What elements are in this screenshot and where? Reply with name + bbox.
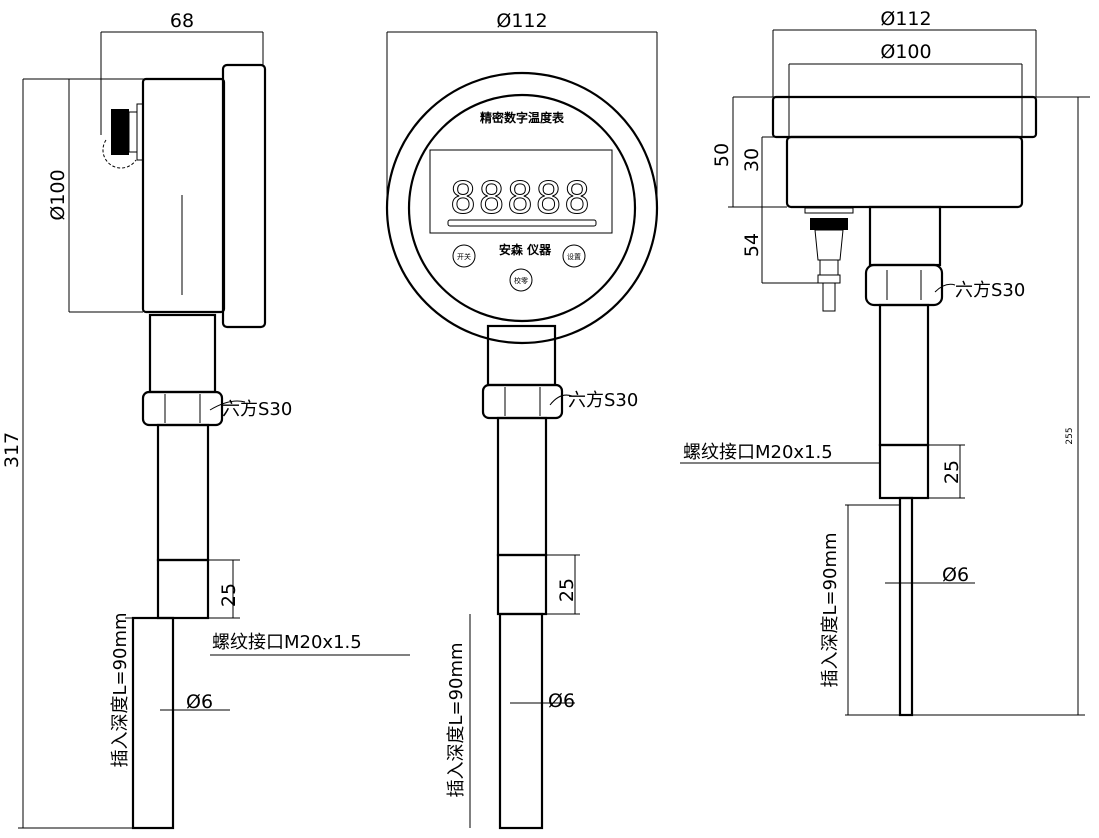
left-insertion-label: 插入深度L=90mm <box>110 612 131 767</box>
neck <box>486 324 557 387</box>
front-view: Ø112 精密数字温度表 88888 安森 仪器 开关 设置 校零 六方S30 … <box>385 10 659 830</box>
probe <box>898 496 914 717</box>
right-body-height-dim: 30 <box>741 148 763 172</box>
stem <box>878 303 930 447</box>
brand-label: 安森 仪器 <box>499 242 552 257</box>
left-hex-label: 六方S30 <box>222 399 292 420</box>
front-hex-label: 六方S30 <box>568 390 638 411</box>
svg-text:设置: 设置 <box>567 252 581 261</box>
front-insertion-label: 插入深度L=90mm <box>446 642 467 797</box>
thread-section <box>496 553 548 616</box>
cable-connector <box>102 103 144 169</box>
dial-face <box>407 93 637 323</box>
front-probe-diameter: Ø6 <box>548 690 575 712</box>
display-digits: 88888 <box>450 173 592 224</box>
right-outer-diameter-dim: Ø112 <box>880 8 931 30</box>
left-side-view: 68 Ø100 六方S30 25 螺纹接口M20x1.5 Ø6 插入深度L=90… <box>1 10 410 830</box>
right-top-view: Ø112 Ø100 50 30 54 六方S30 螺纹接口 <box>680 8 1090 717</box>
right-total-length-dim: 255 <box>1065 427 1075 444</box>
dial-title: 精密数字温度表 <box>480 110 565 125</box>
neck <box>148 313 217 394</box>
hex-nut <box>481 383 564 420</box>
left-thread-length-dim: 25 <box>218 583 240 607</box>
right-thread-label: 螺纹接口M20x1.5 <box>683 442 833 463</box>
right-insertion-label: 插入深度L=90mm <box>820 532 841 687</box>
thread-section <box>878 443 930 500</box>
right-hex-label: 六方S30 <box>955 280 1025 301</box>
right-thread-length-dim: 25 <box>941 460 963 484</box>
gauge-housing <box>141 77 226 314</box>
right-connector-dim: 54 <box>741 233 763 257</box>
gauge-bezel <box>221 63 267 329</box>
settings-button[interactable]: 设置 <box>562 244 586 268</box>
power-button[interactable]: 开关 <box>452 244 476 268</box>
stem <box>496 416 548 557</box>
right-height-dim: 50 <box>711 143 733 167</box>
left-thread-label: 螺纹接口M20x1.5 <box>212 632 362 653</box>
svg-text:开关: 开关 <box>457 252 471 261</box>
front-diameter-dim: Ø112 <box>496 10 547 32</box>
probe <box>131 616 175 830</box>
hex-nut <box>864 263 944 307</box>
lcd-display <box>429 149 613 234</box>
left-diameter-dim: Ø100 <box>47 169 69 220</box>
housing <box>785 135 1024 209</box>
neck <box>868 205 942 267</box>
stem <box>156 423 210 562</box>
left-total-length-dim: 317 <box>1 432 23 468</box>
right-inner-diameter-dim: Ø100 <box>880 41 931 63</box>
hex-nut <box>141 390 224 427</box>
thread-section <box>156 558 210 620</box>
zero-button[interactable]: 校零 <box>509 268 533 292</box>
left-probe-diameter: Ø6 <box>186 691 213 713</box>
probe <box>498 612 544 830</box>
right-probe-diameter: Ø6 <box>942 564 969 586</box>
dial-outer-ring <box>385 71 659 345</box>
svg-text:校零: 校零 <box>514 276 528 285</box>
left-width-dim: 68 <box>170 10 194 32</box>
cable-connector <box>804 207 854 312</box>
front-thread-length-dim: 25 <box>556 578 578 602</box>
bezel <box>771 95 1038 139</box>
